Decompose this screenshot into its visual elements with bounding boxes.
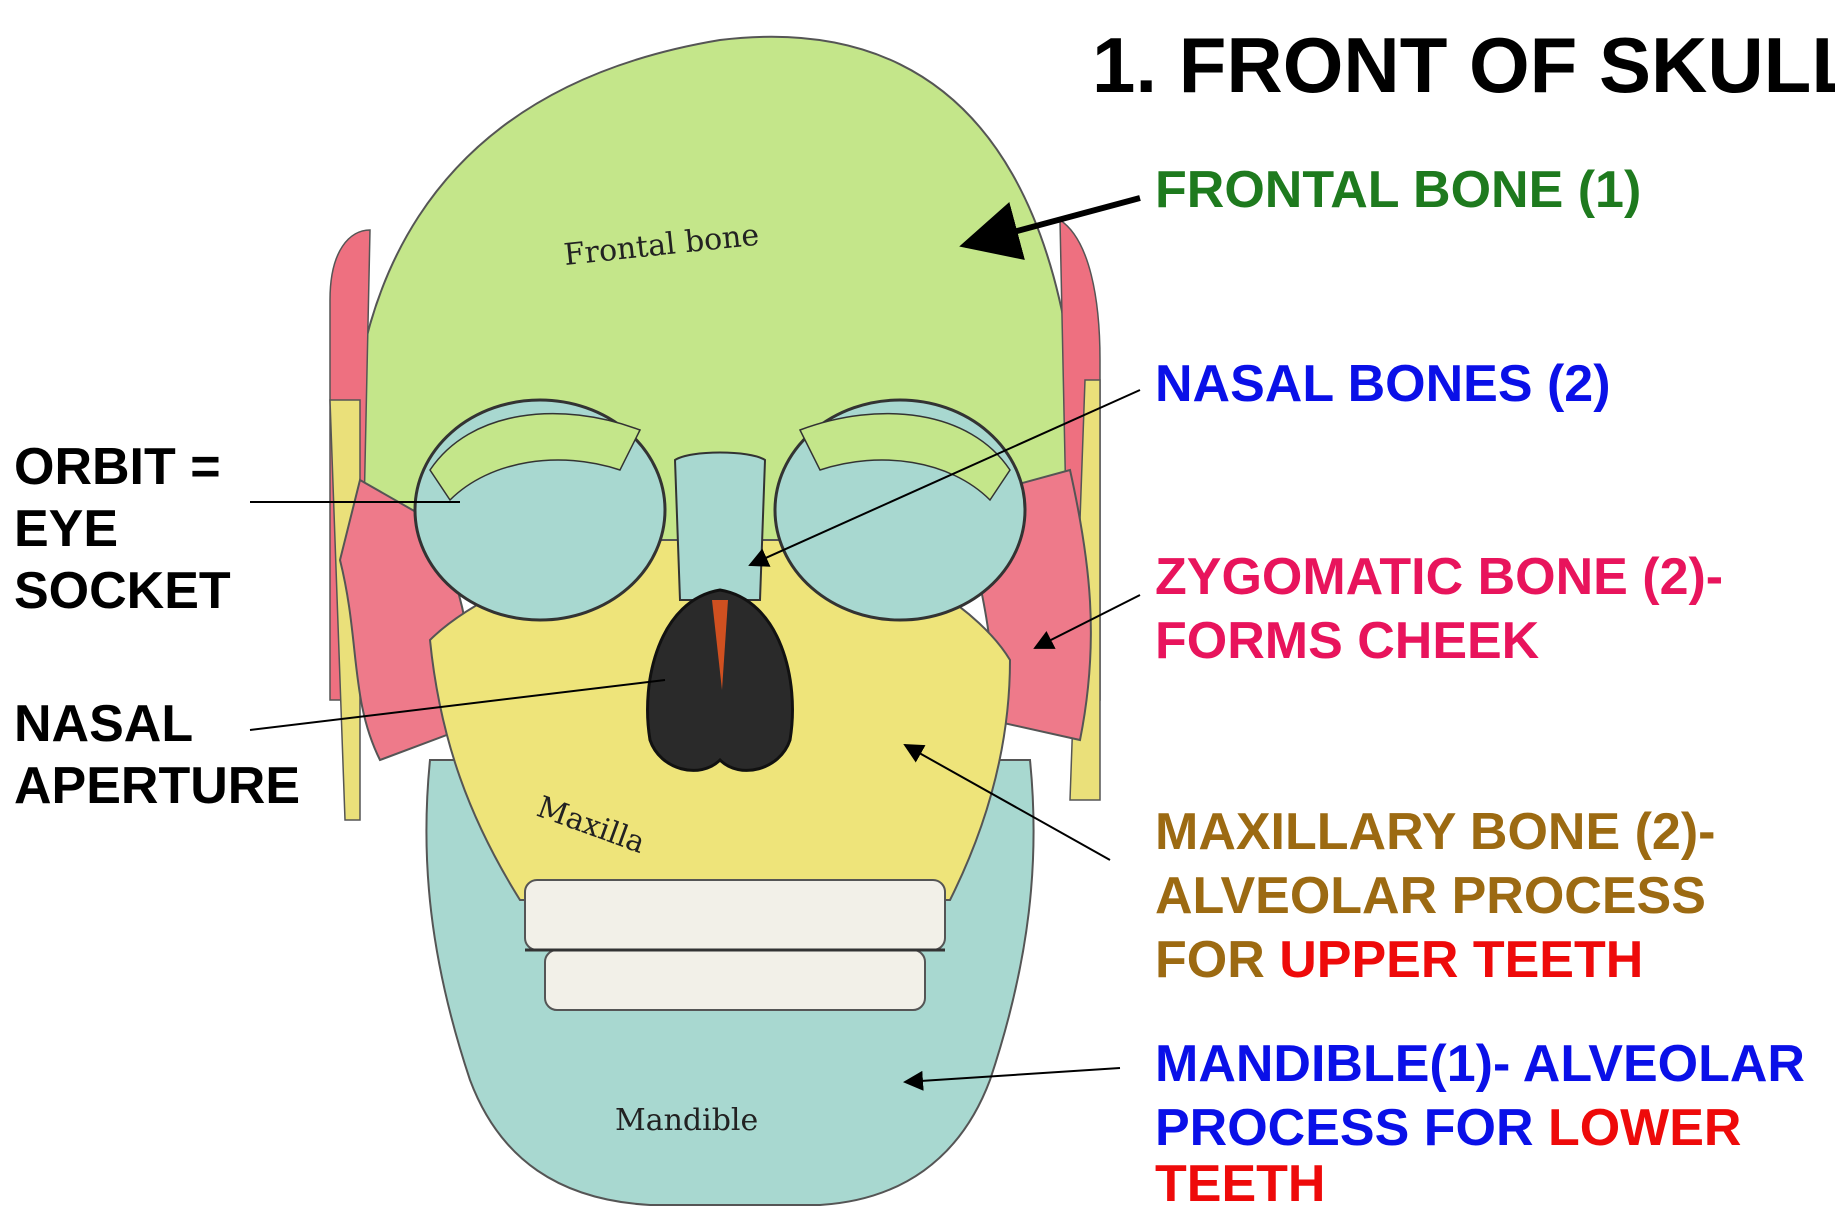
zygomatic-label-line2: FORMS CHEEK bbox=[1155, 609, 1539, 673]
aperture-label-line1: NASAL bbox=[14, 692, 193, 756]
page-title: 1. FRONT OF SKULL bbox=[1092, 20, 1835, 110]
zygomatic-label-line1: ZYGOMATIC BONE (2)- bbox=[1155, 545, 1723, 609]
mandible-label-line3: TEETH bbox=[1155, 1152, 1325, 1216]
maxillary-label-line3: FOR UPPER TEETH bbox=[1155, 928, 1643, 992]
mandible-label-line2: PROCESS FOR LOWER bbox=[1155, 1096, 1741, 1160]
maxillary-label-for: FOR bbox=[1155, 931, 1279, 989]
frontal-bone-label: FRONTAL BONE (1) bbox=[1155, 158, 1641, 222]
maxillary-label-upper-teeth: UPPER TEETH bbox=[1279, 931, 1643, 989]
aperture-label-line2: APERTURE bbox=[14, 754, 300, 818]
orbit-label-line2: EYE bbox=[14, 497, 118, 561]
mandible-illustration-label: Mandible bbox=[615, 1103, 758, 1138]
lower-teeth-row bbox=[545, 950, 925, 1010]
orbit-label-line1: ORBIT = bbox=[14, 435, 221, 499]
maxillary-label-line2: ALVEOLAR PROCESS bbox=[1155, 864, 1706, 928]
orbit-label-line3: SOCKET bbox=[14, 559, 231, 623]
nasal-bones-label: NASAL BONES (2) bbox=[1155, 352, 1611, 416]
mandible-label-lower: LOWER bbox=[1548, 1099, 1742, 1157]
mandible-label-line1: MANDIBLE(1)- ALVEOLAR bbox=[1155, 1032, 1805, 1096]
mandible-label-process-for: PROCESS FOR bbox=[1155, 1099, 1548, 1157]
nasal-bones-region bbox=[675, 453, 765, 601]
maxillary-label-line1: MAXILLARY BONE (2)- bbox=[1155, 800, 1715, 864]
upper-teeth-row bbox=[525, 880, 945, 950]
